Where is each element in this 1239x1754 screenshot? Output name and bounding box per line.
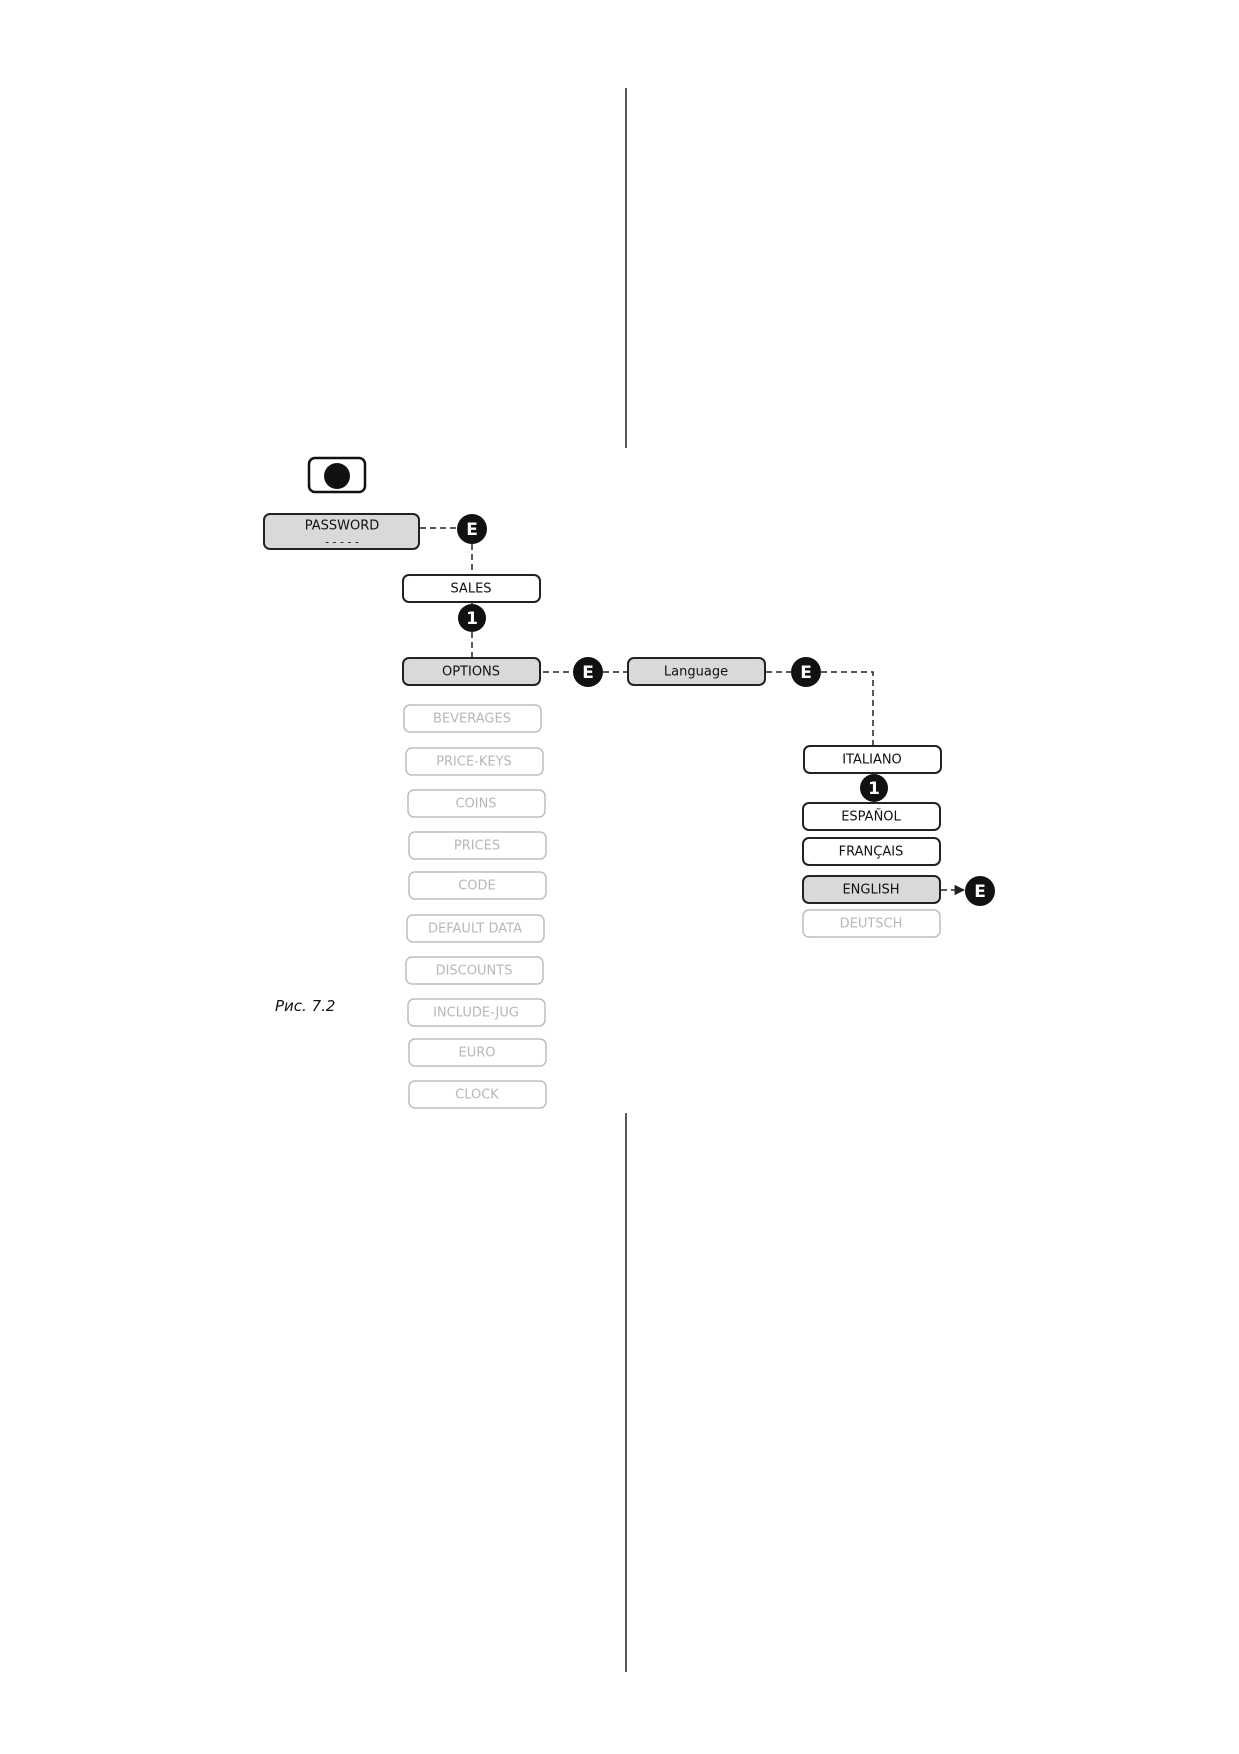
language-francais-label: FRANÇAIS xyxy=(839,845,904,860)
language-italiano: ITALIANO xyxy=(803,745,942,774)
next-key-label: 1 xyxy=(466,609,478,629)
language-english-label: ENGLISH xyxy=(842,883,899,898)
enter-key-icon: E xyxy=(573,657,603,687)
submenu-code-label: CODE xyxy=(458,879,496,894)
language-francais: FRANÇAIS xyxy=(802,837,941,866)
submenu-include-jug: INCLUDE-JUG xyxy=(407,998,546,1027)
submenu-coins-label: COINS xyxy=(455,797,496,812)
enter-key-label: E xyxy=(974,882,986,902)
language-espanol: ESPAÑOL xyxy=(802,802,941,831)
language-deutsch: DEUTSCH xyxy=(802,909,941,938)
enter-key-icon: E xyxy=(791,657,821,687)
submenu-clock-label: CLOCK xyxy=(455,1088,499,1103)
program-button-icon xyxy=(324,463,350,489)
language-label: Language xyxy=(664,665,728,680)
figure-caption: Рис. 7.2 xyxy=(275,997,335,1015)
language-deutsch-label: DEUTSCH xyxy=(840,917,903,932)
submenu-code: CODE xyxy=(408,871,547,900)
submenu-price-keys-label: PRICE-KEYS xyxy=(436,755,512,770)
submenu-euro: EURO xyxy=(408,1038,547,1067)
submenu-price-keys: PRICE-KEYS xyxy=(405,747,544,776)
enter-key-icon: E xyxy=(965,876,995,906)
submenu-include-jug-label: INCLUDE-JUG xyxy=(433,1006,519,1021)
menu-options: OPTIONS xyxy=(402,657,541,686)
language-espanol-label: ESPAÑOL xyxy=(841,809,901,825)
menu-sales-label: SALES xyxy=(450,582,491,597)
submenu-coins: COINS xyxy=(407,789,546,818)
submenu-prices: PRICES xyxy=(408,831,547,860)
submenu-euro-label: EURO xyxy=(459,1046,496,1061)
language-english: ENGLISH xyxy=(802,875,941,904)
enter-key-label: E xyxy=(800,663,812,683)
program-button xyxy=(307,456,367,494)
menu-options-label: OPTIONS xyxy=(442,665,500,680)
submenu-default-data-label: DEFAULT DATA xyxy=(428,922,522,937)
submenu-discounts-label: DISCOUNTS xyxy=(436,964,513,979)
submenu-prices-label: PRICES xyxy=(454,839,500,854)
next-key-icon: 1 xyxy=(458,604,486,632)
enter-key-label: E xyxy=(466,520,478,540)
next-key-icon: 1 xyxy=(860,774,888,802)
submenu-beverages: BEVERAGES xyxy=(403,704,542,733)
connector-enter-languages xyxy=(821,671,874,746)
next-key-label: 1 xyxy=(868,779,880,799)
password-mask: - - - - - xyxy=(325,536,359,549)
enter-key-label: E xyxy=(582,663,594,683)
language-box: Language xyxy=(627,657,766,686)
submenu-default-data: DEFAULT DATA xyxy=(406,914,545,943)
menu-sales: SALES xyxy=(402,574,541,603)
submenu-clock: CLOCK xyxy=(408,1080,547,1109)
password-label: PASSWORD xyxy=(305,519,380,534)
submenu-discounts: DISCOUNTS xyxy=(405,956,544,985)
submenu-beverages-label: BEVERAGES xyxy=(433,712,511,727)
password-box: PASSWORD - - - - - xyxy=(263,513,420,550)
enter-key-icon: E xyxy=(457,514,487,544)
language-italiano-label: ITALIANO xyxy=(842,753,902,768)
